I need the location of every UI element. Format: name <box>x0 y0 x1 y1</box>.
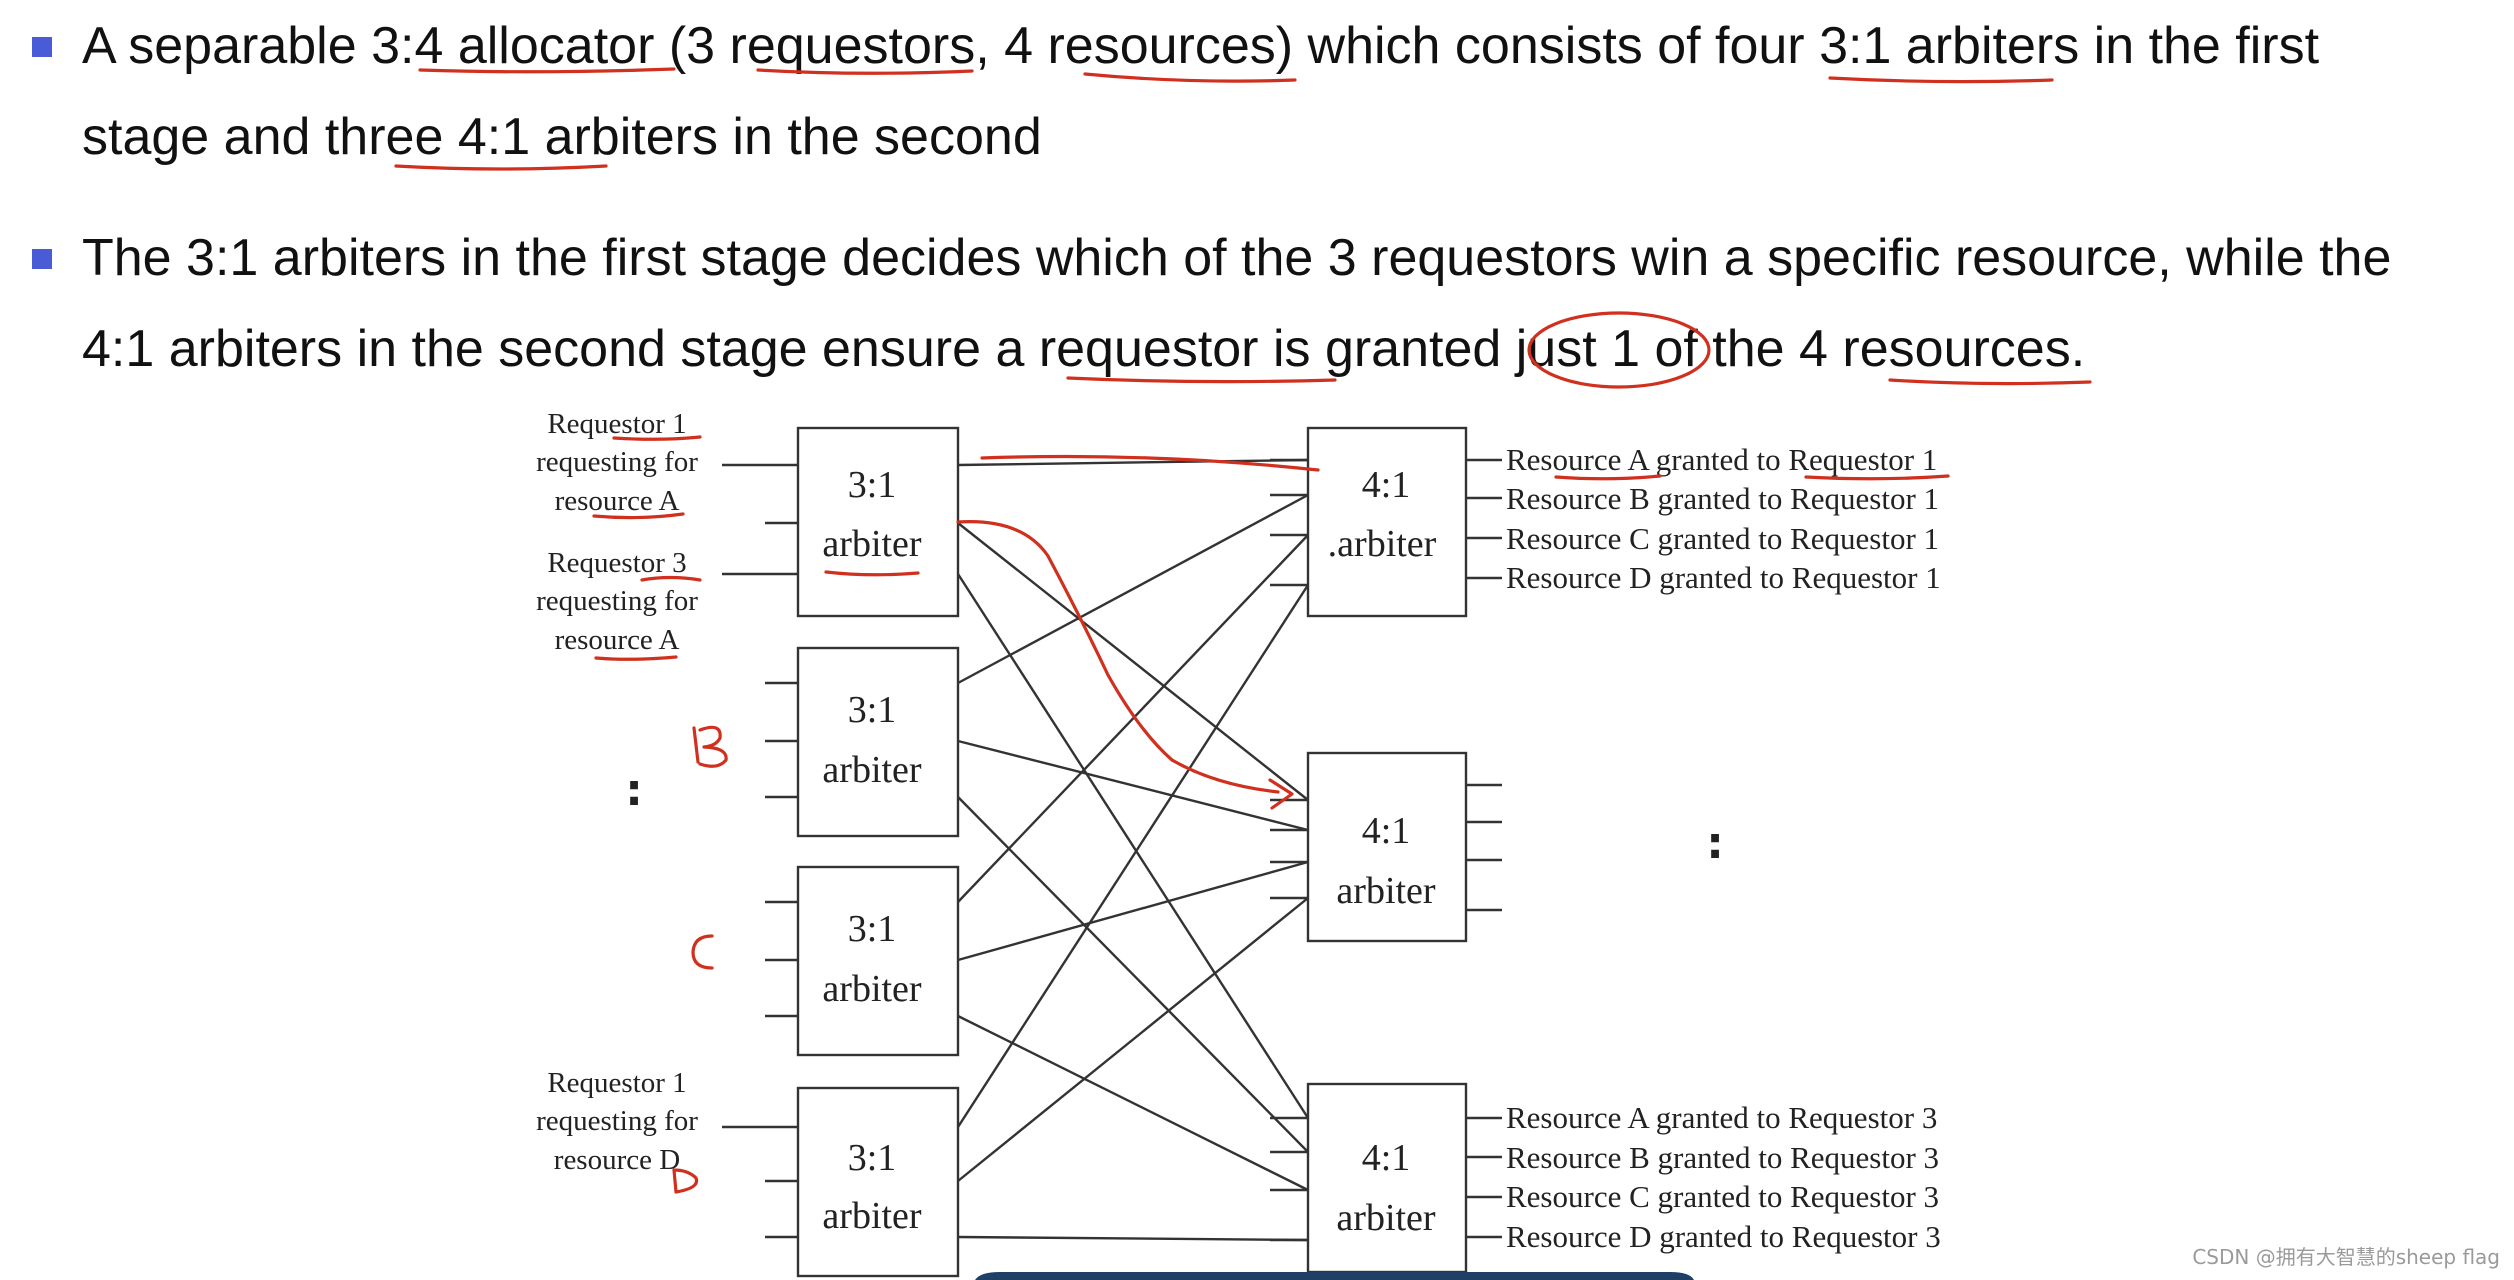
red-wire-top <box>980 454 1320 472</box>
underline-three-4to1 <box>394 164 608 171</box>
first-stage-arbiter-3-label: arbiter <box>822 968 922 1010</box>
underline-resource-a-output <box>1554 474 1662 481</box>
underline-requestor <box>1066 376 1337 384</box>
output-label-r3-c: Resource C granted to Requestor 3 <box>1506 1179 1939 1214</box>
second-stage-arbiter-1-box <box>1306 426 1468 618</box>
first-stage-arbiter-4-ratio: 3:1 <box>848 1137 897 1179</box>
red-arrow-head <box>1268 778 1294 810</box>
output-label-r1-c: Resource C granted to Requestor 1 <box>1506 521 1939 556</box>
output-label-r1-d: Resource D granted to Requestor 1 <box>1506 560 1941 595</box>
underline-requestor-3 <box>640 575 702 582</box>
bullet-text-1-line-1: A separable 3:4 allocator (3 requestors,… <box>82 17 2320 75</box>
first-stage-arbiter-2-label: arbiter <box>822 749 922 791</box>
handwritten-annotations <box>394 67 2092 1194</box>
underline-resource-a-2 <box>594 655 678 661</box>
input-label-req1-d-line-3: resource D <box>554 1144 680 1176</box>
underline-requestors <box>756 68 974 75</box>
handwritten-b-mark <box>692 725 728 768</box>
first-stage-arbiter-2-box <box>796 646 960 838</box>
second-stage-arbiter-3-ratio: 4:1 <box>1362 1137 1411 1179</box>
output-label-r1-a: Resource A granted to Requestor 1 <box>1506 442 1937 477</box>
underline-resource-a-top <box>592 512 685 520</box>
circle-just-1 <box>1527 311 1711 389</box>
output-label-r3-b: Resource B granted to Requestor 3 <box>1506 1140 1939 1175</box>
first-stage-arbiter-1-ratio: 3:1 <box>848 464 897 506</box>
second-stage-arbiter-2-ratio: 4:1 <box>1362 810 1411 852</box>
watermark: CSDN @拥有大智慧的sheep flag <box>2192 1245 2500 1269</box>
input-label-req1-a-line-1: Requestor 1 <box>547 408 686 440</box>
underline-requestor-1-top <box>612 435 702 441</box>
input-label-req1-a-line-2: requesting for <box>536 446 698 478</box>
second-stage-arbiter-2-box <box>1306 751 1468 943</box>
bottom-bar-edge <box>975 1272 1694 1280</box>
first-stage-arbiter-2-ratio: 3:1 <box>848 689 897 731</box>
output-label-r3-d: Resource D granted to Requestor 3 <box>1506 1219 1941 1254</box>
second-stage-arbiter-2-label: arbiter <box>1336 870 1436 912</box>
first-stage-arbiter-1-label: arbiter <box>822 523 922 565</box>
second-stage-arbiters <box>1306 426 1468 1274</box>
second-stage-arbiter-1-ratio: 4:1 <box>1362 464 1411 506</box>
bullet-marker-2 <box>32 249 52 269</box>
first-stage-arbiter-3-box <box>796 865 960 1057</box>
input-label-req3-a-line-3: resource A <box>555 624 680 656</box>
input-label-req1-d-line-1: Requestor 1 <box>547 1067 686 1099</box>
bullet-text-1-line-2: stage and three 4:1 arbiters in the seco… <box>82 108 1042 166</box>
bullet-marker-1 <box>32 37 52 57</box>
second-stage-arbiter-3-label: arbiter <box>1336 1197 1436 1239</box>
red-wire-curve <box>956 520 1280 794</box>
wires <box>722 458 1502 1242</box>
first-stage-arbiter-1-box <box>796 426 960 618</box>
second-stage-arbiter-1-label: .arbiter <box>1328 523 1437 565</box>
underline-resources <box>1083 72 1297 83</box>
bullet-text-2-line-1: The 3:1 arbiters in the first stage deci… <box>82 229 2392 287</box>
input-label-req1-a-line-3: resource A <box>555 485 680 517</box>
ellipsis-left: : <box>625 765 643 816</box>
input-label-req1-d-line-2: requesting for <box>536 1105 698 1137</box>
underline-allocator <box>418 67 676 74</box>
ellipsis-right: : <box>1706 818 1724 869</box>
handwritten-d-mark <box>672 1168 699 1194</box>
output-label-r3-a: Resource A granted to Requestor 3 <box>1506 1100 1937 1135</box>
bullet-text-2-line-2: 4:1 arbiters in the second stage ensure … <box>82 320 2086 378</box>
input-label-req3-a-line-2: requesting for <box>536 585 698 617</box>
underline-arbiter-1 <box>824 570 920 577</box>
first-stage-arbiter-3-ratio: 3:1 <box>848 908 897 950</box>
underline-requestor-1-output <box>1804 474 1950 481</box>
underline-resources-2 <box>1888 378 2092 386</box>
first-stage-arbiter-4-label: arbiter <box>822 1195 922 1237</box>
handwritten-c-mark <box>691 934 714 970</box>
first-stage-arbiter-4-box <box>796 1086 960 1278</box>
output-label-r1-b: Resource B granted to Requestor 1 <box>1506 481 1939 516</box>
second-stage-arbiter-3-box <box>1306 1082 1468 1274</box>
input-label-req3-a-line-1: Requestor 3 <box>547 547 686 579</box>
first-stage-arbiters <box>796 426 960 1278</box>
underline-four-3to1 <box>1828 76 2054 84</box>
